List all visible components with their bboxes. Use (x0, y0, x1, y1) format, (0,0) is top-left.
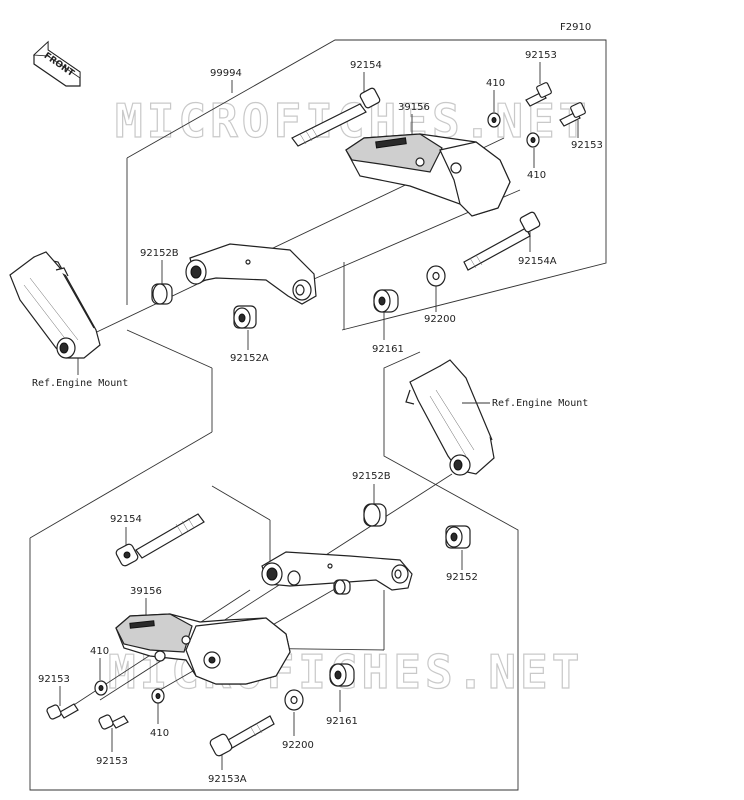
label-92154A-upper: 92154A (518, 256, 557, 267)
label-92153-upper-b: 92153 (571, 140, 603, 151)
label-92153-lower-b: 92153 (96, 756, 128, 767)
slider-39156-upper (345, 133, 511, 217)
label-410-upper-a: 410 (486, 78, 505, 89)
label-99994: 99994 (210, 68, 242, 79)
label-410-lower-b: 410 (150, 728, 169, 739)
bracket-lower (261, 551, 413, 591)
bolt-92154-upper (291, 87, 381, 147)
label-92154-lower: 92154 (110, 514, 142, 525)
label-92153A-lower: 92153A (208, 774, 247, 785)
slider-39156-lower (115, 613, 291, 685)
label-39156-lower: 39156 (130, 586, 162, 597)
damper-92161-upper (373, 289, 399, 313)
label-39156-upper: 39156 (398, 102, 430, 113)
bracket-upper (185, 243, 317, 305)
label-410-upper-b: 410 (527, 170, 546, 181)
engine-mount-upper (9, 251, 101, 359)
bolt-92153-lower-a (46, 703, 79, 720)
damper-92161-lower (329, 663, 355, 687)
collar-92152B-upper (151, 283, 173, 305)
label-92152-lower: 92152 (446, 572, 478, 583)
label-92161-lower: 92161 (326, 716, 358, 727)
bolt-92154A-upper (463, 211, 541, 271)
ref-engine-mount-lower: Ref.Engine Mount (492, 398, 588, 409)
collar-92152B-lower (363, 503, 387, 527)
front-arrow-icon: FRONT (33, 40, 81, 87)
bolt-92153-lower-b (98, 714, 129, 730)
ref-engine-mount-upper: Ref.Engine Mount (32, 378, 128, 389)
watermark-upper: MICROFICHES.NET (115, 94, 590, 148)
label-92152B-lower: 92152B (352, 471, 391, 482)
label-410-lower-a: 410 (90, 646, 109, 657)
label-92153-upper-a: 92153 (525, 50, 557, 61)
engine-mount-lower (405, 359, 495, 476)
collar-92152-lower (445, 525, 471, 549)
label-92200-upper: 92200 (424, 314, 456, 325)
bolt-92153A-lower (209, 715, 275, 757)
bolt-92153-upper-b (559, 102, 586, 127)
spacer-lower (333, 579, 351, 595)
label-92200-lower: 92200 (282, 740, 314, 751)
bolt-92154-lower (115, 513, 205, 567)
bolt-92153-upper-a (525, 82, 552, 107)
label-92152B-upper: 92152B (140, 248, 179, 259)
label-92152A-upper: 92152A (230, 353, 269, 364)
label-92153-lower-a: 92153 (38, 674, 70, 685)
label-92154-upper: 92154 (350, 60, 382, 71)
collar-92152A-upper (233, 305, 257, 329)
figure-code: F2910 (560, 22, 591, 33)
label-92161-upper: 92161 (372, 344, 404, 355)
